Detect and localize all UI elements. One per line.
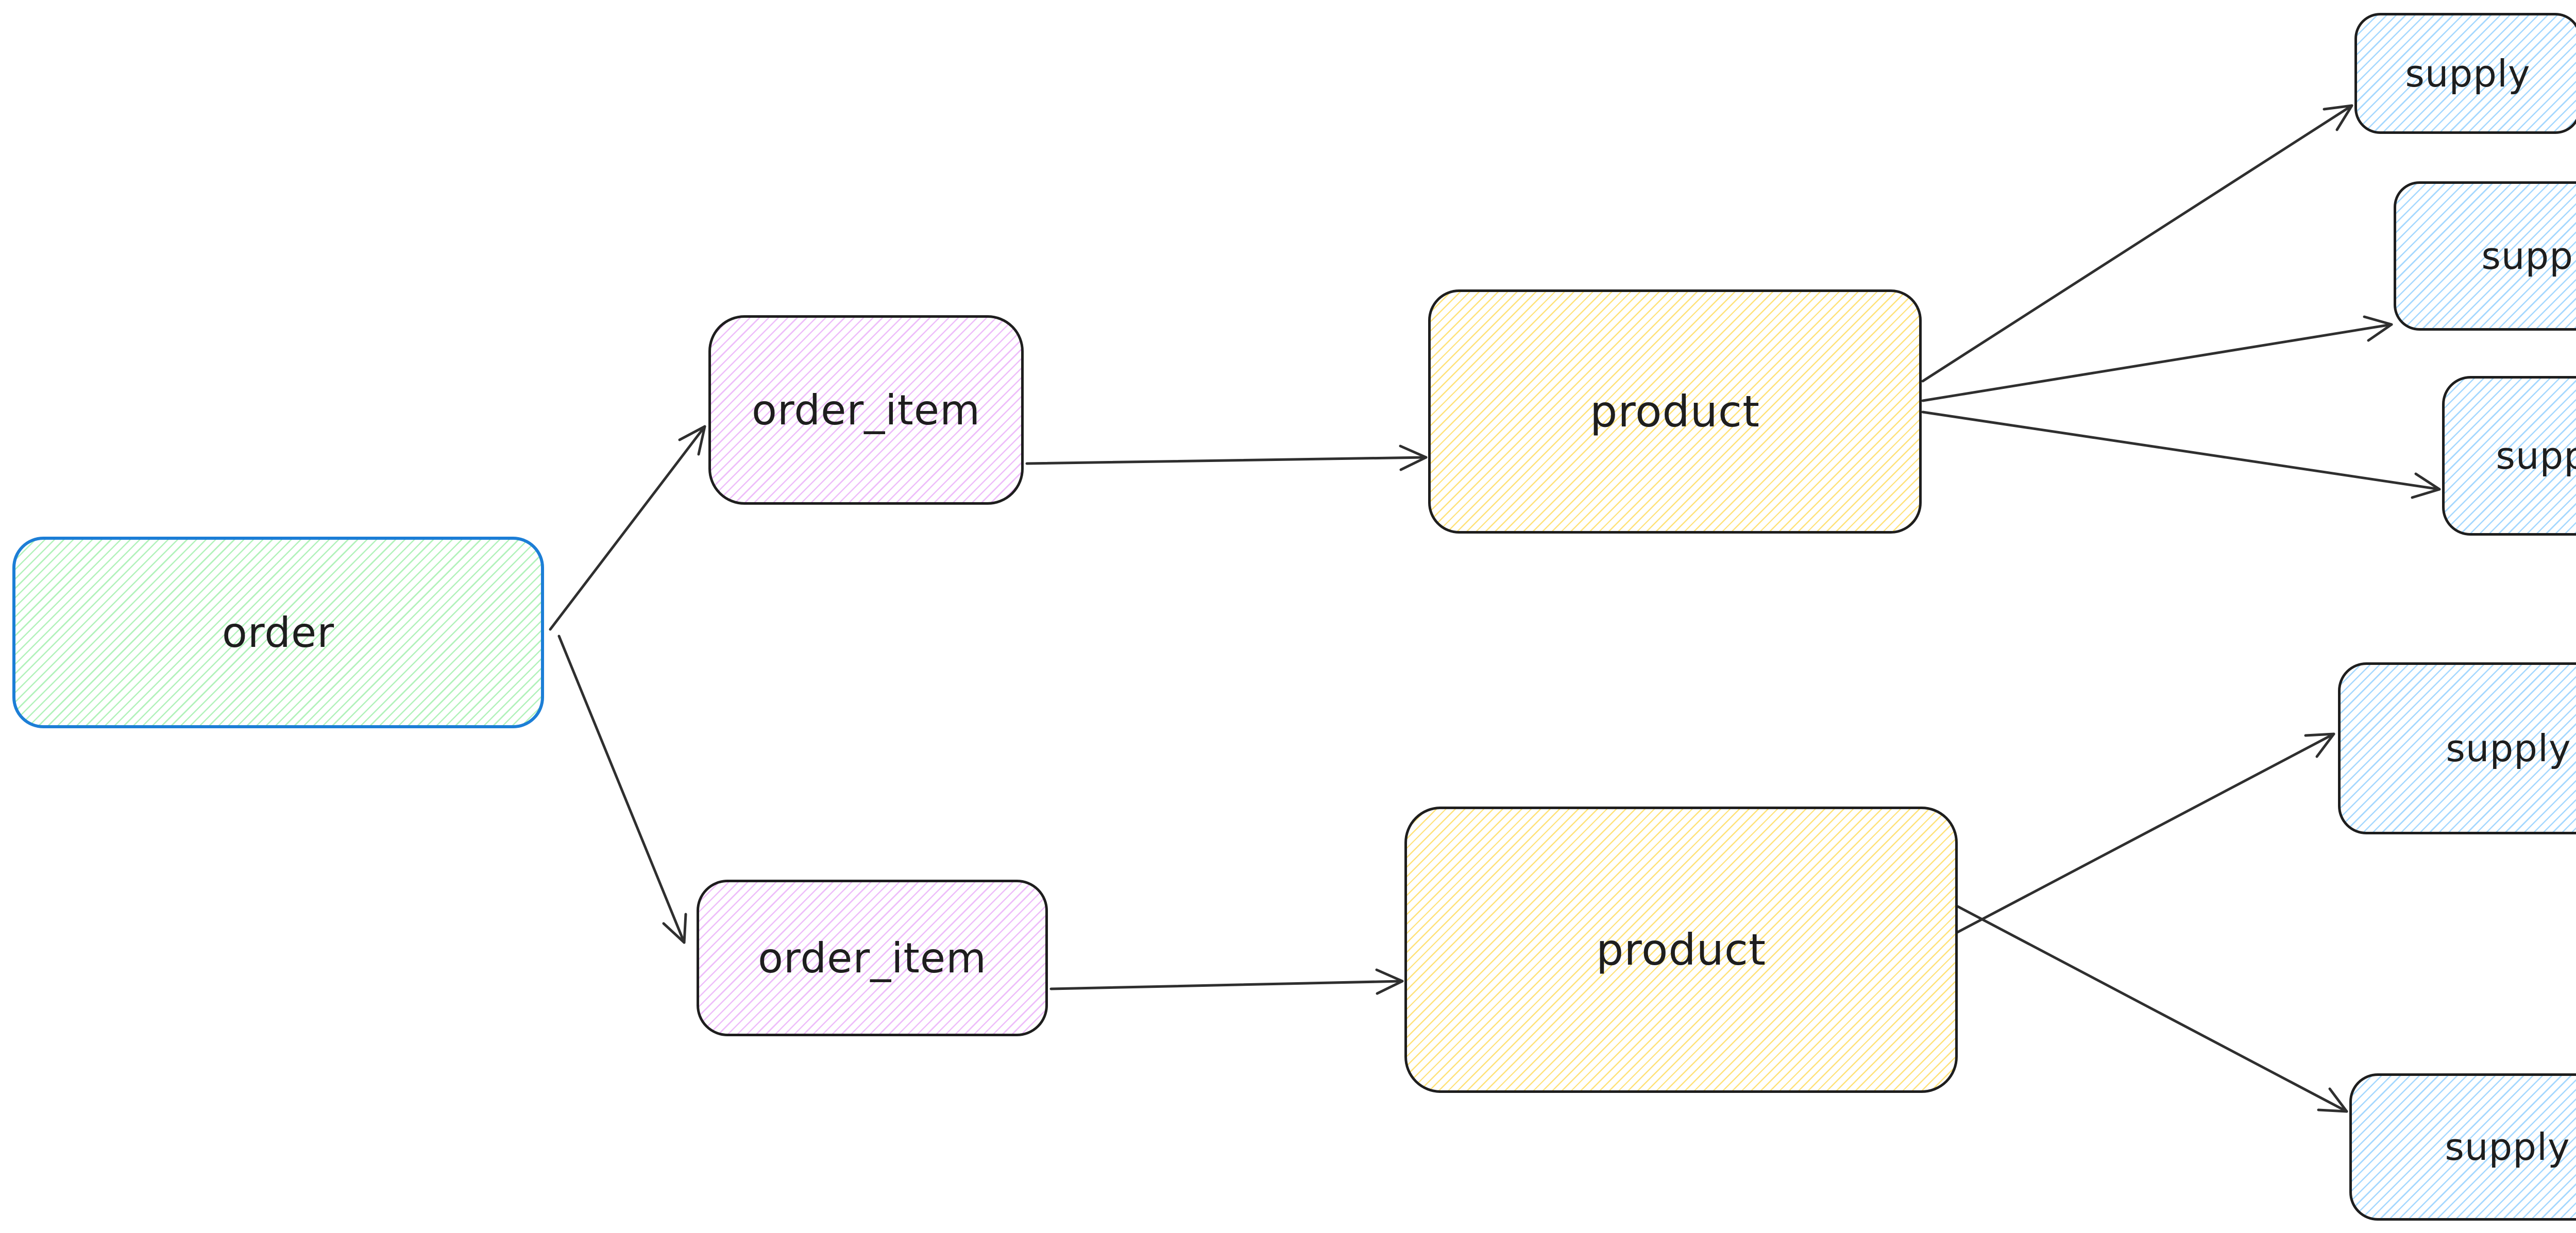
node-supply-3[interactable]: supply bbox=[2442, 376, 2576, 536]
node-supply-5-label: supply bbox=[2445, 1125, 2570, 1169]
node-supply-4-label: supply bbox=[2446, 727, 2571, 770]
node-order-item-2[interactable]: order_item bbox=[697, 880, 1048, 1036]
node-supply-4[interactable]: supply bbox=[2338, 662, 2576, 834]
node-order-item-1[interactable]: order_item bbox=[708, 315, 1024, 505]
edge-product-1-to-supply-1[interactable] bbox=[1921, 104, 2353, 383]
node-order-item-2-label: order_item bbox=[757, 934, 987, 982]
edge-product-1-to-supply-2[interactable] bbox=[1921, 315, 2393, 402]
node-product-2-label: product bbox=[1596, 924, 1767, 975]
edge-product-2-to-supply-5[interactable] bbox=[1956, 905, 2348, 1113]
edge-order-to-order-item-2[interactable] bbox=[557, 635, 687, 944]
node-order-item-1-label: order_item bbox=[751, 386, 981, 434]
node-supply-1-label: supply bbox=[2405, 52, 2531, 95]
node-order-label: order bbox=[222, 608, 335, 657]
node-product-2[interactable]: product bbox=[1404, 807, 1958, 1093]
edge-product-1-to-supply-3[interactable] bbox=[1921, 410, 2441, 499]
node-supply-3-label: supply bbox=[2496, 434, 2576, 477]
node-supply-2-label: supply bbox=[2481, 234, 2576, 278]
edge-order-item-1-to-product-1[interactable] bbox=[1025, 444, 1428, 471]
edge-product-2-to-supply-4[interactable] bbox=[1951, 732, 2335, 936]
node-order[interactable]: order bbox=[12, 537, 544, 728]
node-product-1-label: product bbox=[1589, 386, 1760, 437]
node-supply-1[interactable]: supply bbox=[2354, 13, 2576, 134]
node-product-1[interactable]: product bbox=[1428, 289, 1922, 534]
node-supply-2[interactable]: supply bbox=[2394, 181, 2576, 331]
edge-order-to-order-item-1[interactable] bbox=[549, 425, 706, 631]
edge-order-item-2-to-product-2[interactable] bbox=[1049, 968, 1404, 995]
node-supply-5[interactable]: supply bbox=[2349, 1073, 2576, 1221]
